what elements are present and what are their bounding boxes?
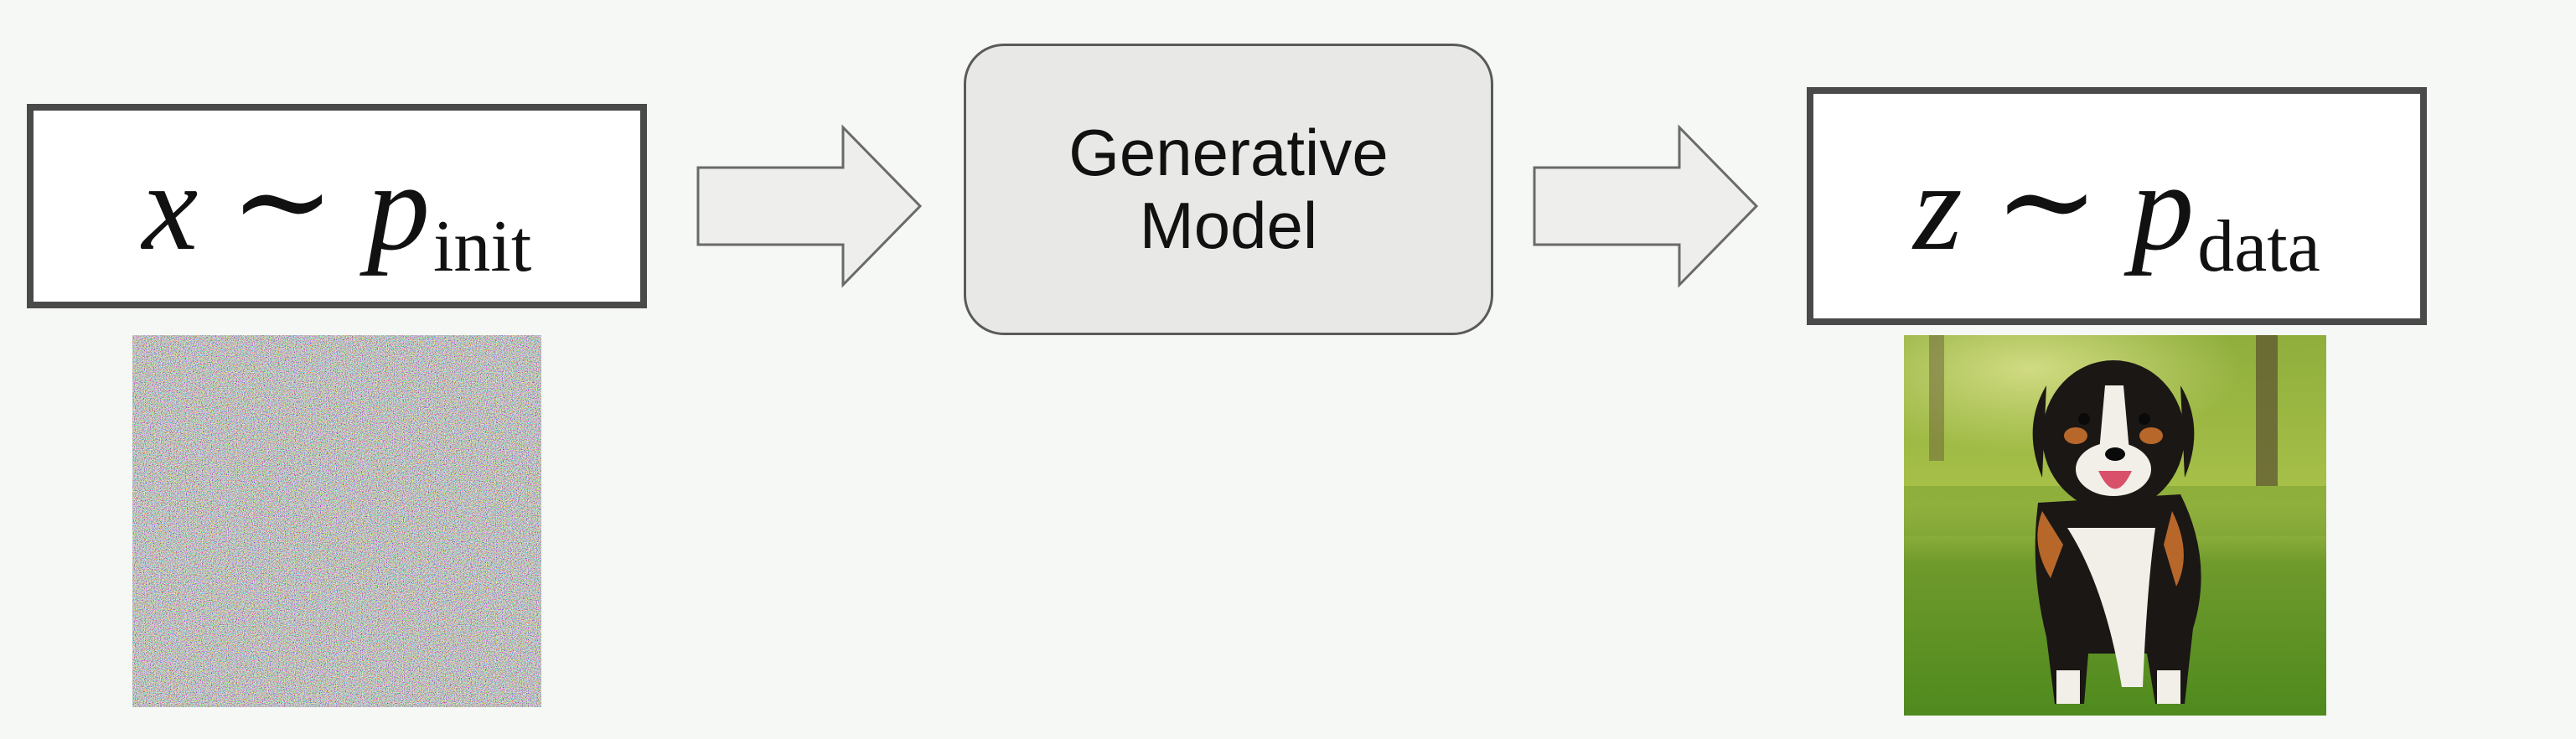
model-label-line1: Generative [1068,116,1389,189]
generative-model-box: Generative Model [964,44,1493,335]
init-distribution-formula: x∼pinit [142,133,532,279]
init-relation: ∼ [230,132,335,271]
data-distribution-formula: z∼pdata [1913,133,2320,279]
data-subscript: data [2197,206,2320,287]
init-variable: x [142,137,199,276]
noise-image [132,335,541,707]
init-subscript: init [433,206,531,287]
data-relation: ∼ [1994,132,2100,271]
data-variable: z [1913,137,1962,276]
data-distribution-symbol: p [2131,137,2194,276]
model-label-line2: Model [1140,189,1317,262]
right-arrow-icon [1532,124,1760,288]
init-distribution-box: x∼pinit [27,104,647,308]
right-arrow-icon [696,124,923,288]
init-distribution-symbol: p [367,137,430,276]
data-distribution-box: z∼pdata [1807,87,2427,325]
dog-image [1904,335,2326,716]
